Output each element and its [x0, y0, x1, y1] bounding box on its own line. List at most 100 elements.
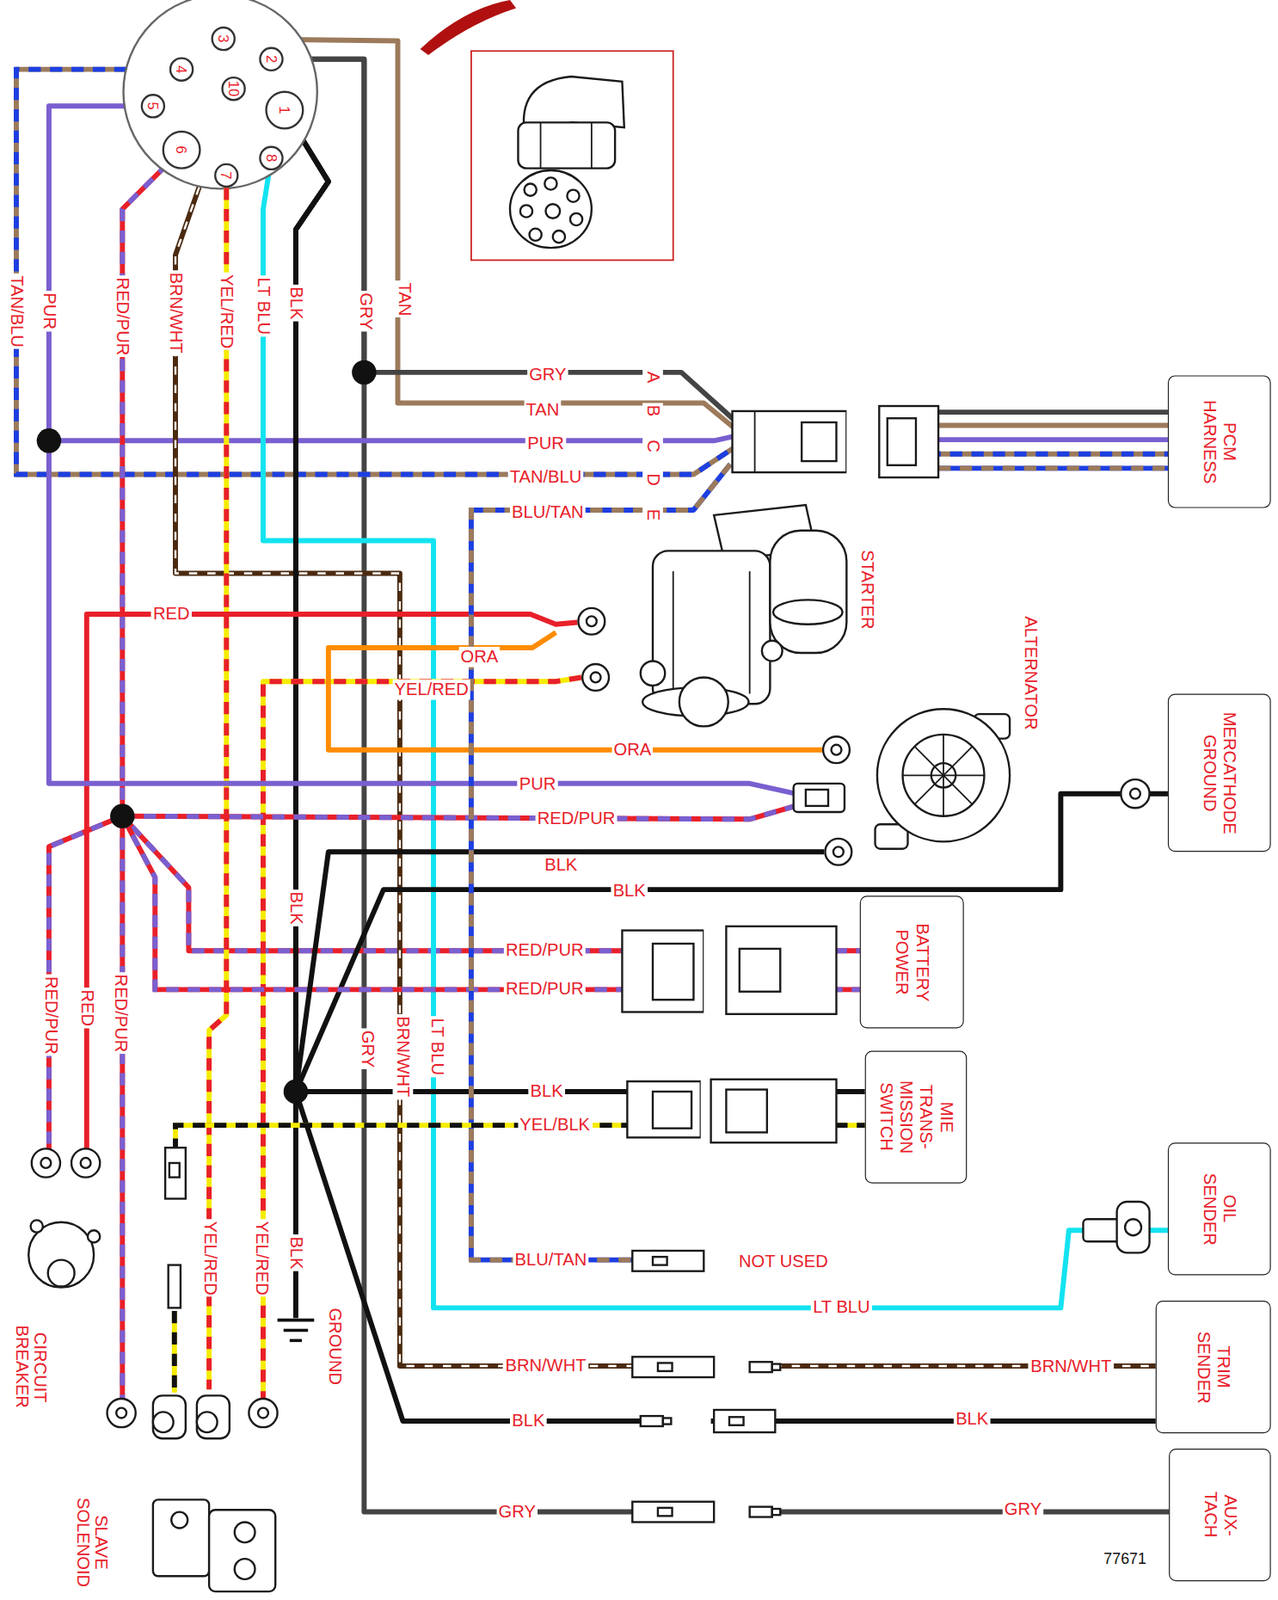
terminal-boot	[153, 1394, 186, 1438]
harness-connector	[711, 1079, 837, 1143]
harness-connector	[700, 1075, 712, 1143]
alternator	[877, 708, 1010, 842]
ground-symbol	[283, 1328, 308, 1333]
harness-connector	[725, 1089, 767, 1133]
slave-solenoid	[234, 1558, 256, 1580]
component-box: OIL SENDER	[1167, 1142, 1272, 1275]
wire	[235, 38, 1168, 427]
harness-connector	[632, 1250, 704, 1272]
wire-label: BLU/TAN	[512, 1249, 589, 1271]
wire-label: BRN/WHT	[393, 1013, 414, 1100]
pin-number: 2	[264, 55, 279, 63]
wire-label: ALTERNATOR	[1019, 614, 1041, 732]
pin-circle: 1	[264, 91, 304, 130]
component-box: MERCATHODE GROUND	[1167, 693, 1272, 852]
starter-motor	[749, 571, 751, 694]
harness-connector	[708, 1497, 750, 1526]
wire	[122, 805, 796, 819]
wire-label: E	[642, 507, 664, 523]
wire	[294, 126, 1156, 1421]
wire-label: BLK	[953, 1408, 991, 1430]
connector-inset	[471, 50, 674, 260]
wire-label: GRY	[496, 1501, 538, 1523]
wire-label: YEL/RED	[392, 679, 471, 701]
pin-circle: 4	[169, 56, 194, 81]
wire-label: BLK	[610, 881, 648, 903]
connector-inset	[420, 0, 674, 260]
wire-label: YEL/BLK	[517, 1114, 593, 1136]
wire-label: ORA	[458, 646, 500, 668]
wire	[294, 126, 1168, 1092]
harness-connector	[632, 1501, 714, 1523]
ground-symbol	[277, 1318, 315, 1322]
wire-label: RED	[76, 987, 98, 1028]
wire-label: BLK	[285, 284, 307, 322]
wire-label: PUR	[38, 290, 60, 332]
ring-terminal	[107, 1398, 136, 1427]
ring-terminal	[586, 615, 597, 627]
pin-number: 5	[146, 102, 161, 111]
wire	[938, 465, 1168, 471]
slave-solenoid	[234, 1521, 256, 1543]
wire-label: TAN	[393, 280, 415, 319]
harness-connector	[640, 1415, 664, 1426]
harness-connector	[652, 1091, 692, 1129]
starter-motor	[672, 571, 675, 694]
connector-inset	[540, 122, 542, 168]
oil-sender	[1117, 1201, 1150, 1253]
harness-connector	[621, 930, 704, 1013]
circuit-breaker	[87, 1229, 100, 1242]
connector-inset	[570, 213, 583, 226]
wire	[208, 187, 227, 1389]
connector-inset	[524, 183, 537, 196]
ring-terminal	[248, 1398, 277, 1427]
pin-circle: 6	[162, 130, 202, 170]
harness-connector	[165, 1147, 186, 1199]
ground-symbol	[289, 1339, 302, 1343]
wire-label: RED/PUR	[110, 971, 131, 1054]
wire-label: NOT USED	[737, 1251, 831, 1272]
harness-connector	[713, 1409, 775, 1432]
component-box: BATTERY POWER	[860, 895, 965, 1028]
wire-label: BRN/WHT	[503, 1355, 589, 1377]
harness-connector	[703, 922, 726, 1020]
ring-terminal	[823, 736, 850, 763]
starter-motor	[679, 676, 729, 726]
harness-connector	[749, 1506, 773, 1518]
wire	[49, 440, 796, 793]
starter-motor	[640, 504, 848, 726]
wire	[208, 187, 227, 1389]
connector-plug	[123, 0, 318, 189]
harness-connector	[749, 1361, 773, 1372]
ring-terminal	[590, 672, 602, 683]
ring-terminal	[31, 608, 1150, 1427]
wire	[119, 816, 125, 1399]
harness-connector	[729, 1416, 744, 1425]
wire	[49, 187, 1168, 1399]
splice-dot	[36, 360, 377, 1105]
ring-terminal	[116, 1407, 127, 1419]
harness-connector	[663, 1417, 671, 1424]
slave-solenoid	[153, 1499, 209, 1576]
ring-terminal	[31, 1148, 61, 1177]
wire-label: RED/PUR	[503, 940, 586, 962]
starter-motor	[769, 530, 847, 653]
component-name: MIE TRANS- MISSION SWITCH	[876, 1070, 957, 1163]
terminal-boot	[196, 1411, 218, 1432]
wire-label: BRN/WHT	[1028, 1356, 1114, 1377]
harness-connector	[652, 943, 694, 1000]
ring-terminal	[258, 1407, 269, 1419]
wire-label: TAN/BLU	[507, 466, 584, 488]
connector-inset	[544, 177, 557, 190]
wire-label: CIRCUIT BREAKER	[11, 1318, 50, 1414]
wire-label: PUR	[525, 433, 566, 455]
wire	[294, 126, 1156, 1421]
harness-connector	[754, 411, 756, 473]
connector-inset	[529, 228, 542, 241]
wire-label: B	[642, 403, 664, 419]
wire-label: GROUND	[324, 1305, 345, 1387]
component-box: MIE TRANS- MISSION SWITCH	[865, 1050, 968, 1184]
harness-connector	[732, 411, 848, 473]
harness-connector	[626, 1081, 701, 1137]
alternator	[903, 734, 985, 817]
